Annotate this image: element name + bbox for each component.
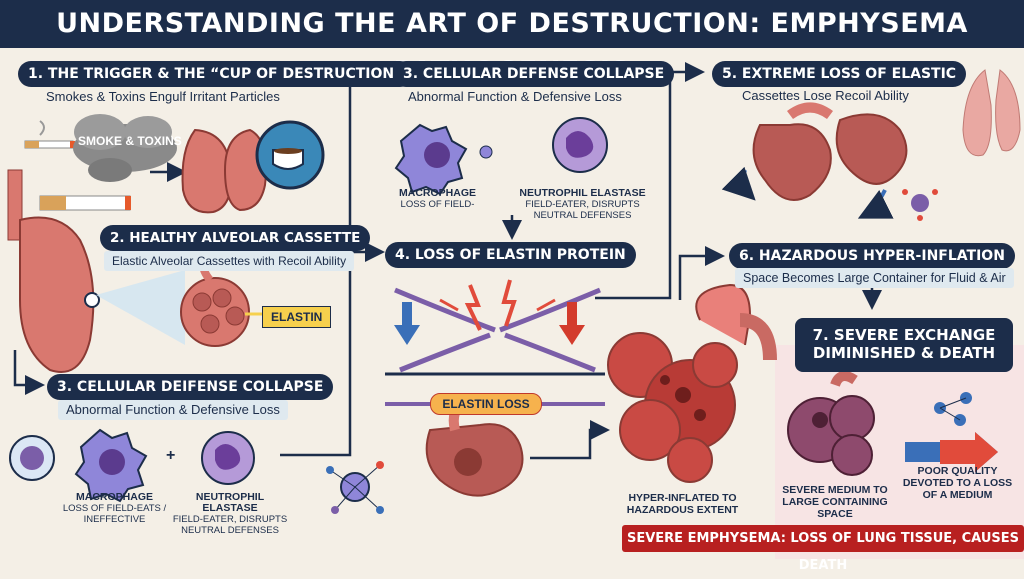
neutrophil-caption-mid: NEUTROPHIL ELASTASE FIELD-EATER, DISRUPT… <box>510 187 655 222</box>
small-lung-icon-topright <box>962 69 1021 157</box>
step4-heading: 4. LOSS OF ELASTIN PROTEIN <box>385 242 636 268</box>
lymphocyte-cell-icon <box>9 435 55 481</box>
macrophage-caption-left: MACROPHAGE LOSS OF FIELD-EATS / INEFFECT… <box>62 491 167 526</box>
step2-subtitle: Elastic Alveolar Cassettes with Recoil A… <box>104 251 355 271</box>
step5-subtitle: Cassettes Lose Recoil Ability <box>742 88 909 103</box>
elastin-loss-label: ELASTIN LOSS <box>430 393 542 415</box>
neutrophil-cell-icon-mid <box>552 117 608 173</box>
macrophage-desc-mid: LOSS OF FIELD- <box>400 199 475 210</box>
smoke-cloud-icon <box>73 114 177 182</box>
healthy-alveolar-cluster-icon <box>180 257 264 347</box>
cigarette-large-icon <box>39 195 131 211</box>
lung-with-cup-icon <box>181 120 325 214</box>
macrophage-desc-left: LOSS OF FIELD-EATS / INEFFECTIVE <box>62 503 167 525</box>
neutrophil-desc-left: FIELD-EATER, DISRUPTS NEUTRAL DEFENSES <box>172 514 288 536</box>
neutrophil-desc-mid: FIELD-EATER, DISRUPTS NEUTRAL DEFENSES <box>525 199 640 221</box>
step1-heading: 1. THE TRIGGER & THE “CUP OF DESTRUCTION… <box>18 61 414 87</box>
macrophage-cell-icon-left <box>74 428 148 503</box>
hyperinflated-caption: HYPER-INFLATED TO HAZARDOUS EXTENT <box>626 492 739 516</box>
macrophage-cell-icon-mid <box>394 123 493 196</box>
step7-caption-left: SEVERE MEDIUM TO LARGE CONTAINING SPACE <box>782 484 888 520</box>
neutrophil-caption-left: NEUTROPHIL ELASTASE FIELD-EATER, DISRUPT… <box>170 491 290 537</box>
plus-sign: + <box>166 447 176 464</box>
step6-heading: 6. HAZARDOUS HYPER-INFLATION <box>729 243 1015 269</box>
connector-bottom-mid <box>530 420 610 460</box>
exchange-arrow-icon <box>905 432 998 472</box>
macrophage-title-mid: MACROPHAGE <box>398 187 476 199</box>
cigarette-icon <box>24 120 75 149</box>
step3-left-subtitle: Abnormal Function & Defensive Loss <box>58 400 288 420</box>
trachea-lung-icon <box>7 169 185 373</box>
footer-banner: SEVERE EMPHYSEMA: LOSS OF LUNG TISSUE, C… <box>622 525 1024 573</box>
severe-alveoli-icon <box>787 371 875 476</box>
step7-caption-right: POOR QUALITY DEVOTED TO A LOSS OF A MEDI… <box>902 465 1013 501</box>
step3-left-heading: 3. CELLULAR DEIFENSE COLLAPSE <box>47 374 334 400</box>
hyperinflated-alveoli-icon <box>607 283 777 483</box>
step3-mid-heading: 3. CELLULAR DEFENSE COLLAPSE <box>393 61 675 87</box>
molecule-small-icon <box>902 189 938 221</box>
connector-4-to-5 <box>595 62 705 300</box>
smoke-label: SMOKE & TOXINS <box>78 134 182 148</box>
neutrophil-title-mid: NEUTROPHIL ELASTASE <box>519 187 646 199</box>
step5-heading: 5. EXTREME LOSS OF ELASTIC <box>712 61 967 87</box>
step1-subtitle: Smokes & Toxins Engulf Irritant Particle… <box>46 89 280 104</box>
title-bar: UNDERSTANDING THE ART OF DESTRUCTION: EM… <box>0 0 1024 87</box>
step7-heading: 7. SEVERE EXCHANGE DIMINISHED & DEATH <box>795 318 1013 372</box>
macrophage-caption-mid: MACROPHAGE LOSS OF FIELD- <box>395 187 480 211</box>
blue-down-arrow-icon <box>394 302 420 345</box>
damaged-alveoli-icon-step5 <box>721 102 908 219</box>
connector-down-left <box>13 350 45 395</box>
macrophage-title-left: MACROPHAGE <box>75 491 153 503</box>
red-down-arrow-icon <box>559 302 585 345</box>
elastin-label: ELASTIN <box>262 306 332 328</box>
elastin-fibers-breaking-icon <box>385 279 605 406</box>
step6-subtitle: Space Becomes Large Container for Fluid … <box>735 268 1014 288</box>
molecule-cell-icon <box>326 461 384 514</box>
connector-to-6 <box>678 246 725 300</box>
neutrophil-cell-icon-left <box>201 431 255 485</box>
step2-heading: 2. HEALTHY ALVEOLAR CASSETTE <box>100 225 371 251</box>
gas-molecule-icon <box>934 392 972 426</box>
step3-mid-subtitle: Abnormal Function & Defensive Loss <box>408 89 622 104</box>
neutrophil-title-left: NEUTROPHIL ELASTASE <box>195 491 265 514</box>
